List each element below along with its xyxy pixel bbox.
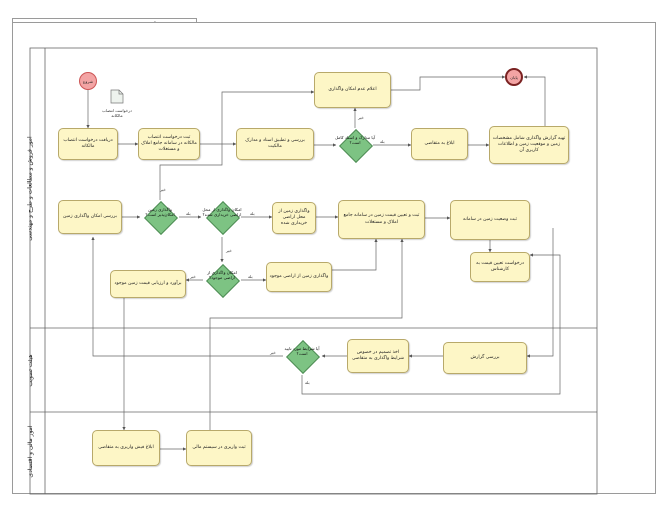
flow-label-yes: بله — [305, 380, 310, 385]
task-committee-review[interactable]: بررسی گزارش — [443, 342, 527, 374]
task-price-determination[interactable]: ثبت و تعیین قیمت زمین در سامانه جامع امل… — [338, 200, 425, 239]
task-survey-land[interactable]: واگذاری زمین از محل اراضی خریداری شده — [272, 202, 316, 234]
gateway-existing-label: امکان واگذاری از اراضی موجود؟ — [207, 270, 237, 281]
flow-other-price — [332, 238, 378, 271]
document-icon — [110, 89, 124, 104]
gateway-purchased-label: امکان واگذاری از محل اراضی خریداری شده؟ — [202, 207, 242, 218]
flow-label-yes: بله — [186, 211, 191, 216]
gateway-land-available[interactable]: واگذاری زمین امکان‌پذیر است؟ — [144, 201, 178, 235]
task-notify-applicant[interactable]: ابلاغ به متقاضی — [411, 128, 468, 160]
flow-refusal-end — [391, 75, 506, 91]
task-review-documents[interactable]: بررسی و تطبیق اسناد و مدارک مالکیت — [236, 128, 314, 160]
task-notify-decision[interactable]: اخذ تصمیم در خصوص شرایط واگذاری به متقاض… — [347, 339, 409, 373]
gateway-docs-label: آیا مدارک و اسناد کامل است؟ — [334, 135, 376, 146]
flow-cost-committee — [526, 228, 554, 358]
flow-payment-price — [209, 238, 404, 430]
flow-gcommittee-price — [301, 253, 561, 395]
flow-label-yes: بله — [248, 274, 253, 279]
end-event[interactable]: پایان — [505, 68, 523, 86]
task-inform-refusal[interactable]: اعلام عدم امکان واگذاری — [314, 72, 391, 108]
gateway-land-label: واگذاری زمین امکان‌پذیر است؟ — [145, 207, 175, 218]
task-receive-request[interactable]: دریافت درخواست انتصاب مالکانه — [58, 128, 118, 160]
start-event[interactable]: شروع — [79, 72, 97, 90]
task-review-land-status[interactable]: بررسی امکان واگذاری زمین — [58, 200, 122, 234]
task-prepare-valuation[interactable]: تهیه گزارش واگذاری شامل مشخصات زمین و مو… — [489, 126, 569, 164]
flow-label-no: خیر — [190, 274, 196, 279]
flow-label-no: خیر — [270, 350, 276, 355]
data-object-label: درخواست انتصاب مالکانه — [102, 108, 132, 118]
task-register-request[interactable]: ثبت درخواست انتصاب مالکانه در سامانه جام… — [138, 128, 200, 160]
flow-prepare-end — [523, 75, 546, 126]
task-issue-invoice[interactable]: ابلاغ فیش واریزی به متقاضی — [92, 430, 160, 466]
flow-label-no: خیر — [226, 248, 232, 253]
flow-label-yes: بله — [250, 211, 255, 216]
flow-ggland-refusal — [159, 90, 315, 200]
flow-label-no: خیر — [160, 187, 166, 192]
task-other-land[interactable]: واگذاری زمین از اراضی موجود — [266, 262, 332, 292]
gateway-committee-approval[interactable]: آیا شرایط مورد تایید است؟ — [284, 340, 320, 374]
gateway-committee-label: آیا شرایط مورد تایید است؟ — [284, 346, 320, 357]
task-cost-estimate[interactable]: درخواست تعیین قیمت به کارشناس — [470, 252, 530, 282]
gateway-docs-complete[interactable]: آیا مدارک و اسناد کامل است؟ — [335, 129, 375, 163]
task-register-payment[interactable]: ثبت واریزی در سیستم مالی — [186, 430, 252, 466]
gateway-existing-land[interactable]: امکان واگذاری از اراضی موجود؟ — [206, 264, 240, 298]
flow-label-yes: بله — [380, 139, 385, 144]
task-final-approval[interactable]: برآورد و ارزیابی قیمت زمین موجود — [110, 270, 186, 298]
task-register-system[interactable]: ثبت وضعیت زمین در سامانه — [450, 200, 530, 240]
flow-label-no: خیر — [358, 115, 364, 120]
flow-gcommittee-reviewland — [91, 236, 283, 357]
gateway-purchased-land[interactable]: امکان واگذاری از محل اراضی خریداری شده؟ — [202, 201, 242, 235]
